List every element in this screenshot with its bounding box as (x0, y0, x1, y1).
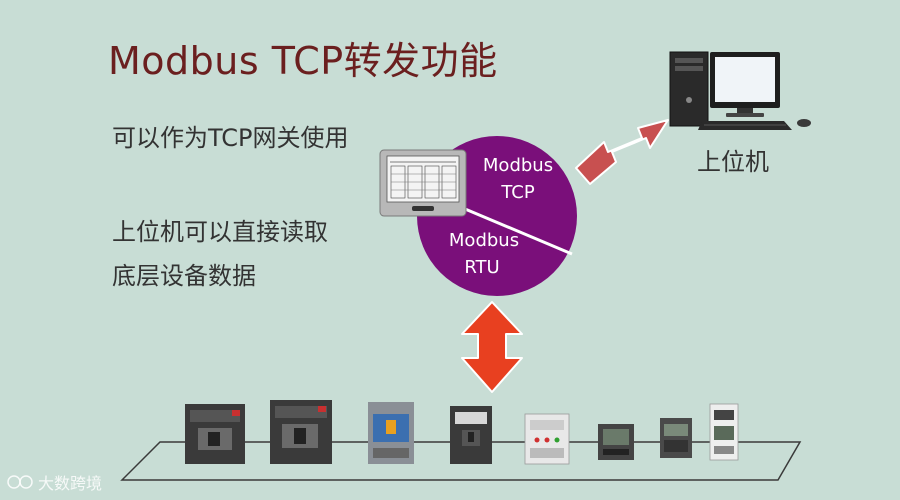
tcp-label-line1: Modbus (483, 155, 553, 176)
gateway-device-icon (379, 149, 467, 217)
bullet-read-line2: 底层设备数据 (112, 262, 256, 290)
watermark-logo-icon (7, 475, 33, 489)
breaker-icon (450, 406, 492, 464)
air-circuit-breaker-icon (270, 400, 332, 464)
relay-module-icon (524, 413, 570, 465)
air-circuit-breaker-icon (185, 404, 245, 464)
rtu-label-line2: RTU (464, 257, 499, 278)
pc-label: 上位机 (697, 148, 769, 176)
molded-case-breaker-icon (368, 402, 414, 464)
bullet-gateway: 可以作为TCP网关使用 (112, 124, 349, 152)
rtu-label-line1: Modbus (449, 230, 519, 251)
slide-title: Modbus TCP转发功能 (108, 39, 498, 83)
watermark-text: 大数跨境 (38, 474, 103, 493)
panel-meter-icon (598, 424, 634, 460)
din-meter-small-icon (709, 403, 739, 461)
pc-link-arrow (575, 119, 669, 185)
bullet-read-line1: 上位机可以直接读取 (112, 218, 328, 246)
bus-link-arrow (461, 301, 523, 393)
tcp-label-line2: TCP (500, 182, 535, 203)
din-meter-icon (660, 418, 692, 458)
computer-icon (669, 51, 811, 130)
